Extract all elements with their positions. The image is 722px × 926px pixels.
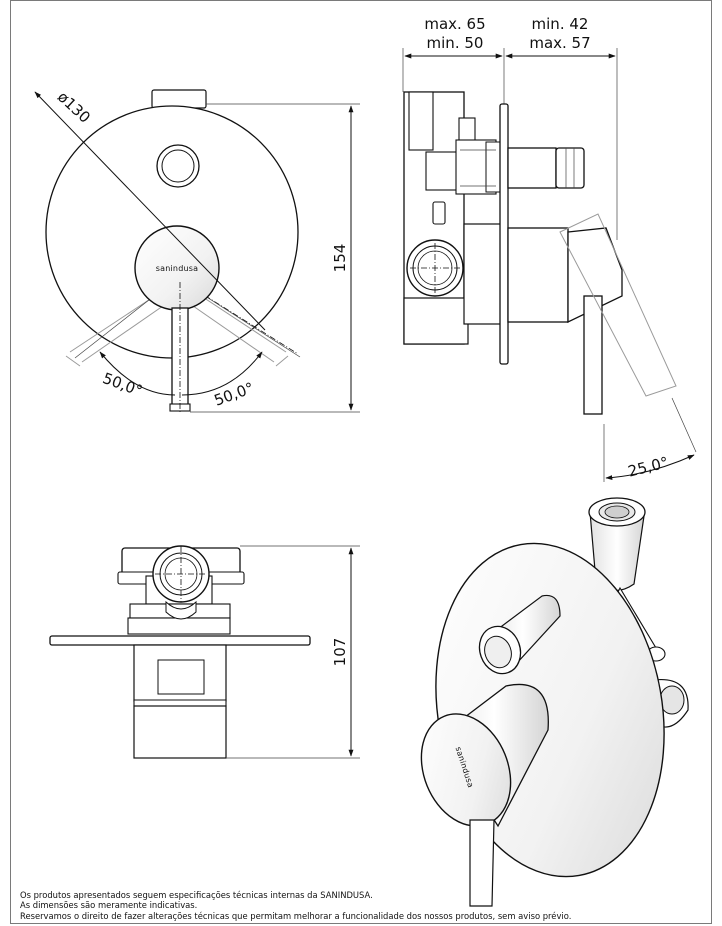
height-top-label: 107 <box>331 638 349 667</box>
handle-min-label: min. 42 <box>532 15 589 33</box>
depth-max-label: max. 65 <box>424 15 485 33</box>
note-line-1: Os produtos apresentados seguem especifi… <box>20 890 373 900</box>
note-line-2: As dimensões são meramente indicativas. <box>20 900 198 911</box>
handle-angle-label: 25,0° <box>626 453 670 480</box>
front-brand-label: sanindusa <box>156 264 198 273</box>
diameter-label: ø130 <box>54 88 94 127</box>
angle-right-label: 50,0° <box>212 379 257 410</box>
note-line-3: Reservamos o direito de fazer alterações… <box>20 910 572 921</box>
disclaimer-notes: Os produtos apresentados seguem especifi… <box>20 890 710 921</box>
depth-min-label: min. 50 <box>427 34 484 52</box>
front-view: sanindusa 50,0° 50,0° ø130 154 <box>34 88 360 413</box>
angle-left-label: 50,0° <box>100 369 145 400</box>
side-view: max. 65 min. 50 min. 42 max. 57 <box>402 15 697 482</box>
height-front-label: 154 <box>331 244 349 273</box>
isometric-view: sanindusa <box>420 497 689 907</box>
top-view: 107 <box>49 545 360 759</box>
handle-max-label: max. 57 <box>529 34 590 52</box>
